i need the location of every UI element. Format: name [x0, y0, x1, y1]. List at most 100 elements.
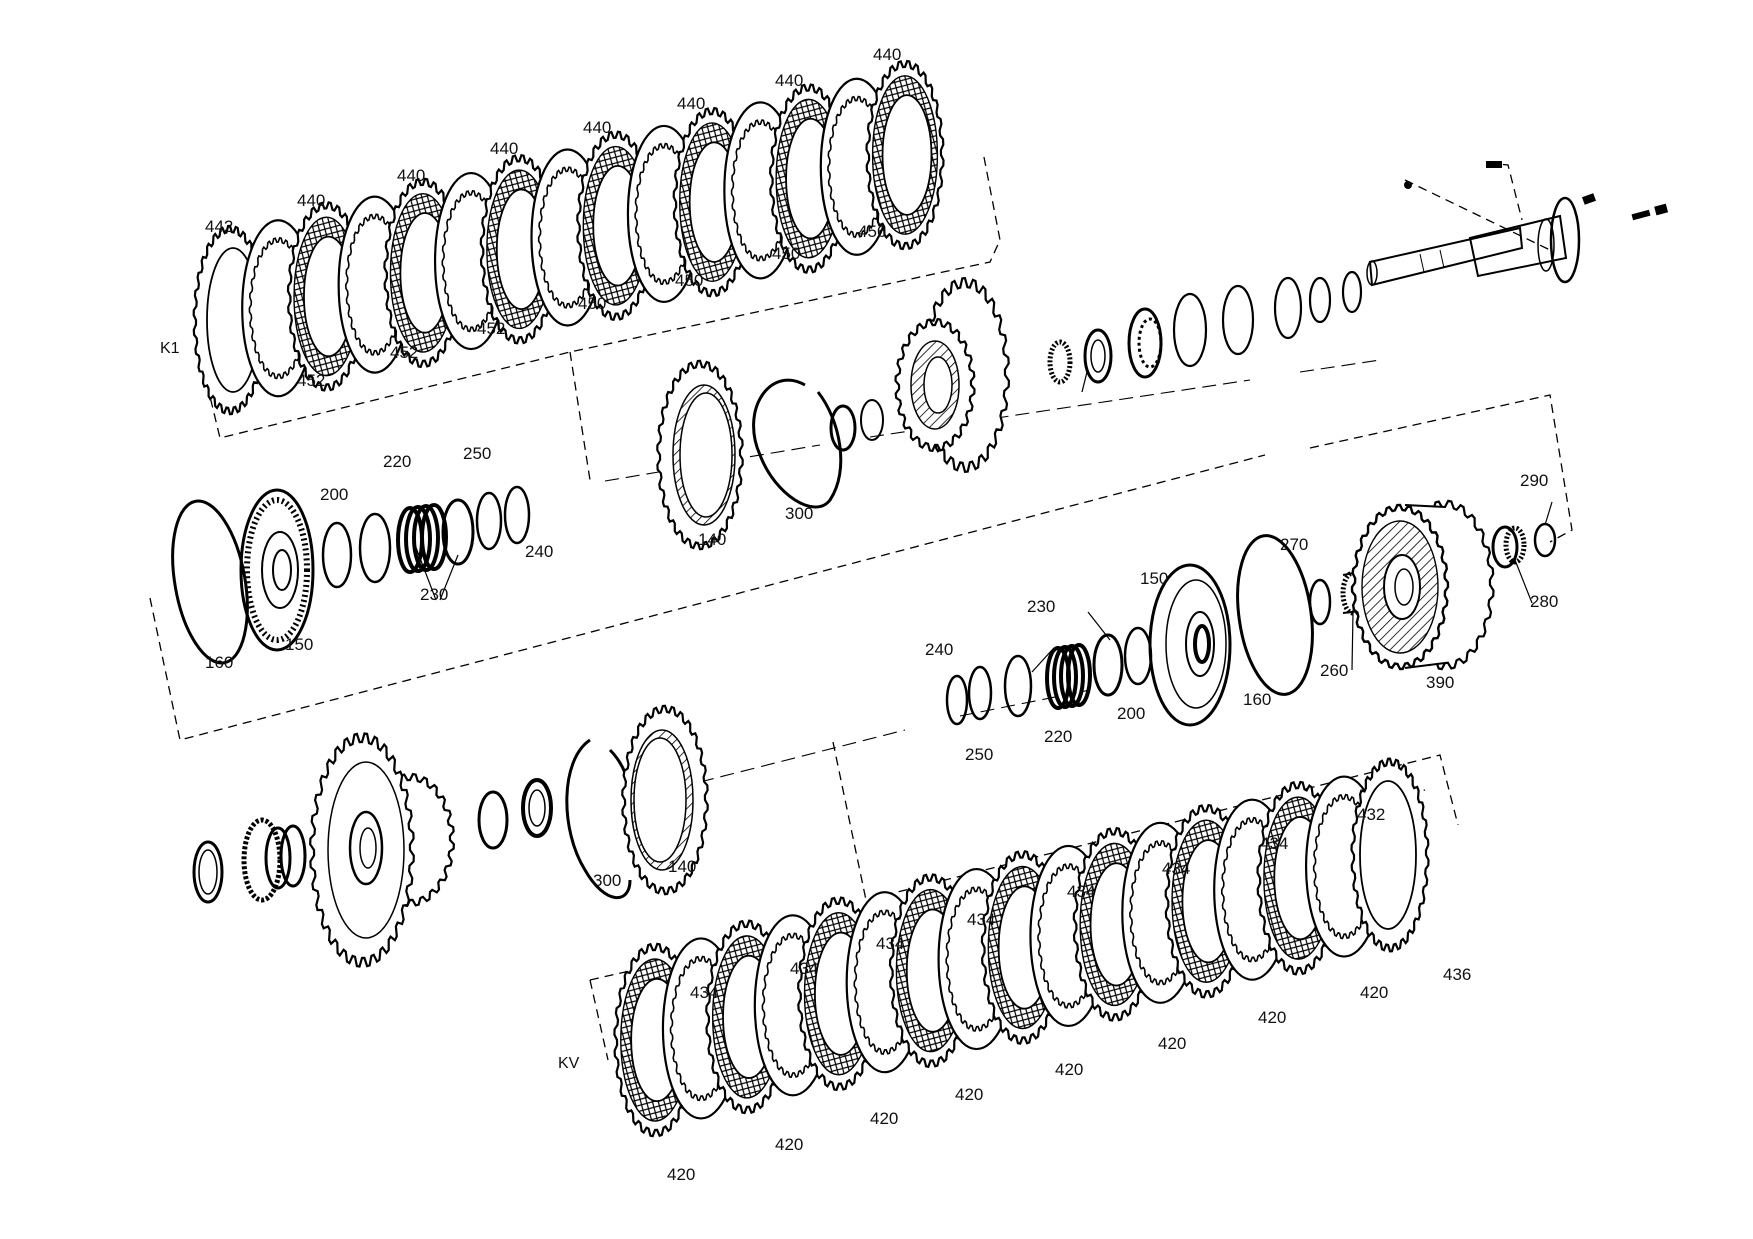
ring-240-right	[945, 674, 969, 726]
label-450: 450	[772, 244, 800, 263]
label-420: 420	[1360, 983, 1388, 1002]
label-440: 440	[397, 166, 425, 185]
label-250: 250	[463, 444, 491, 463]
label-450: 450	[675, 271, 703, 290]
kv-end-plate-436	[1350, 757, 1430, 953]
label-452: 452	[297, 371, 325, 390]
label-420: 420	[667, 1165, 695, 1184]
ring-230-right-b	[1092, 633, 1124, 697]
snap-ring-160-right	[1236, 534, 1314, 696]
ring-270	[1308, 578, 1332, 626]
label-270: 270	[1280, 535, 1308, 554]
end-plate-140-upper	[656, 359, 744, 551]
label-420: 420	[870, 1109, 898, 1128]
label-390: 390	[1426, 673, 1454, 692]
label-450: 450	[578, 294, 606, 313]
ring-lower-mid	[521, 778, 553, 838]
lower-left-parts	[192, 704, 709, 968]
label-420: 420	[1258, 1008, 1286, 1027]
label-440: 440	[873, 45, 901, 64]
label-230: 230	[420, 585, 448, 604]
piston-150-left	[239, 488, 315, 652]
label-434: 434	[790, 959, 818, 978]
ring-290	[1533, 522, 1557, 558]
ring-230-right-a	[1003, 654, 1033, 718]
spring-220-left	[396, 503, 448, 574]
label-240: 240	[925, 640, 953, 659]
label-420: 420	[775, 1135, 803, 1154]
label-290: 290	[1520, 471, 1548, 490]
k1-plate-stack	[192, 59, 945, 416]
label-150: 150	[1140, 569, 1168, 588]
label-200: 200	[1117, 704, 1145, 723]
label-420: 420	[955, 1085, 983, 1104]
label-230: 230	[1027, 597, 1055, 616]
label-456: 456	[858, 222, 886, 241]
bearing-280	[1491, 525, 1527, 569]
label-452: 452	[477, 319, 505, 338]
needle-bearing-upper	[1047, 307, 1163, 385]
shaft-ring	[1172, 292, 1208, 368]
washer-lower-left	[192, 840, 224, 904]
clutch-drum-390	[1350, 499, 1495, 671]
label-140: 140	[668, 857, 696, 876]
ring-250-left	[475, 491, 503, 551]
label-440: 440	[297, 191, 325, 210]
label-250: 250	[965, 745, 993, 764]
label-440: 440	[775, 71, 803, 90]
ring-230-left-b	[441, 498, 475, 566]
label-434: 434	[1162, 859, 1190, 878]
end-plate-140-lower	[621, 704, 709, 896]
label-432: 432	[1357, 805, 1385, 824]
label-434: 434	[690, 983, 718, 1002]
clutch-gear-upper	[894, 277, 1011, 473]
middle-lower-parts	[945, 499, 1557, 727]
label-436: 436	[1443, 965, 1471, 984]
label-440: 440	[677, 94, 705, 113]
label-160: 160	[1243, 690, 1271, 709]
k1-friction-plate	[865, 59, 945, 251]
part-labels: K1 KV 442 440 440 440 440 440 440 440 45…	[160, 45, 1558, 1184]
ring-240-left	[503, 485, 531, 545]
washer-upper	[860, 399, 884, 441]
output-shaft	[1366, 161, 1669, 287]
shaft-ring	[1221, 284, 1255, 356]
label-452: 452	[390, 343, 418, 362]
snap-ring-160-left	[171, 499, 249, 665]
label-220: 220	[1044, 727, 1072, 746]
needle-bearing-lower-left	[241, 817, 307, 903]
label-434: 434	[1067, 882, 1095, 901]
shaft-ring-set	[1172, 270, 1363, 368]
washer-200-right	[1123, 626, 1153, 686]
label-420: 420	[1055, 1060, 1083, 1079]
label-160: 160	[205, 653, 233, 672]
circlip-300-upper	[752, 378, 843, 509]
label-434: 434	[876, 934, 904, 953]
label-260: 260	[1320, 661, 1348, 680]
group-label-k1: K1	[160, 340, 180, 357]
middle-upper-parts	[171, 277, 1163, 665]
label-440: 440	[490, 139, 518, 158]
clutch-gear-lower	[309, 732, 456, 968]
group-label-kv: KV	[558, 1055, 580, 1072]
washer-200-left	[321, 521, 353, 589]
label-300: 300	[785, 504, 813, 523]
label-200: 200	[320, 485, 348, 504]
label-150: 150	[285, 635, 313, 654]
ring-230-left-a	[358, 512, 392, 584]
label-300: 300	[593, 871, 621, 890]
label-140: 140	[698, 530, 726, 549]
shaft-ring	[1308, 276, 1332, 324]
shaft-ring	[1273, 276, 1303, 340]
label-440: 440	[583, 118, 611, 137]
shaft-ring	[1341, 270, 1363, 314]
piston-150-right	[1148, 563, 1232, 727]
leader-lines	[414, 371, 1553, 673]
label-442: 442	[205, 217, 233, 236]
label-240: 240	[525, 542, 553, 561]
bearing-ring-upper	[829, 404, 857, 452]
label-280: 280	[1530, 592, 1558, 611]
label-434: 434	[967, 910, 995, 929]
